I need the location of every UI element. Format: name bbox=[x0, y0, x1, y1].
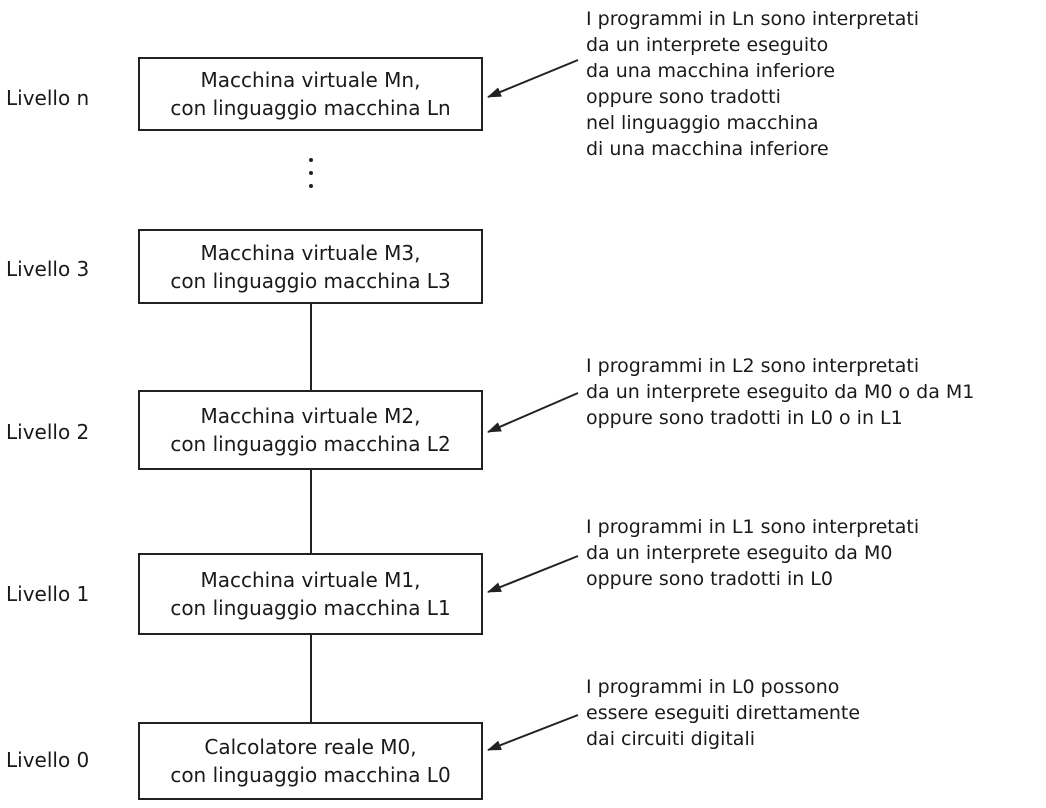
level-label-n: Livello n bbox=[6, 86, 90, 110]
machine-box-title: Macchina virtuale M2, bbox=[200, 404, 421, 428]
note-line: I programmi in L2 sono interpretati bbox=[586, 355, 920, 377]
machine-box-language: con linguaggio macchina L0 bbox=[170, 763, 451, 787]
note-line: di una macchina inferiore bbox=[586, 138, 829, 160]
level-label-3: Livello 3 bbox=[6, 257, 90, 281]
note-line: oppure sono tradotti in L0 bbox=[586, 568, 833, 590]
note-line: nel linguaggio macchina bbox=[586, 112, 819, 134]
note-line: da un interprete eseguito bbox=[586, 34, 829, 56]
note-level-2: I programmi in L2 sono interpretati da u… bbox=[586, 353, 974, 431]
machine-box-language: con linguaggio macchina Ln bbox=[170, 96, 451, 120]
machine-box-title: Macchina virtuale M3, bbox=[200, 240, 421, 265]
note-line: I programmi in L0 possono bbox=[586, 676, 840, 698]
machine-box-language: con linguaggio macchina L1 bbox=[170, 596, 451, 620]
level-label-2: Livello 2 bbox=[6, 420, 90, 444]
note-level-1: I programmi in L1 sono interpretati da u… bbox=[586, 514, 919, 592]
machine-box-level-3: Macchina virtuale M3, con linguaggio mac… bbox=[138, 229, 483, 304]
machine-box-language: con linguaggio macchina L3 bbox=[170, 268, 451, 293]
note-line: da una macchina inferiore bbox=[586, 60, 836, 82]
machine-box-level-1: Macchina virtuale M1, con linguaggio mac… bbox=[138, 553, 483, 635]
machine-box-title: Macchina virtuale Mn, bbox=[200, 68, 421, 92]
machine-box-language: con linguaggio macchina L2 bbox=[170, 432, 451, 456]
note-line: I programmi in L1 sono interpretati bbox=[586, 516, 920, 538]
note-line: da un interprete eseguito da M0 o da M1 bbox=[586, 381, 975, 403]
arrow-level-n bbox=[487, 59, 579, 98]
note-line: oppure sono tradotti in L0 o in L1 bbox=[586, 407, 903, 429]
ellipsis-dot bbox=[309, 171, 313, 175]
level-label-0: Livello 0 bbox=[6, 748, 90, 772]
arrow-level-2 bbox=[487, 392, 579, 433]
machine-box-title: Calcolatore reale M0, bbox=[204, 735, 417, 759]
machine-box-level-n: Macchina virtuale Mn, con linguaggio mac… bbox=[138, 57, 483, 131]
level-label-1: Livello 1 bbox=[6, 582, 90, 606]
arrow-level-0 bbox=[487, 714, 579, 751]
machine-box-level-0: Calcolatore reale M0, con linguaggio mac… bbox=[138, 722, 483, 800]
note-level-n: I programmi in Ln sono interpretati da u… bbox=[586, 6, 919, 162]
machine-box-level-2: Macchina virtuale M2, con linguaggio mac… bbox=[138, 390, 483, 470]
ellipsis-dot bbox=[309, 158, 313, 162]
note-line: oppure sono tradotti bbox=[586, 86, 781, 108]
ellipsis-dot bbox=[309, 184, 313, 188]
note-line: I programmi in Ln sono interpretati bbox=[586, 8, 920, 30]
note-line: da un interprete eseguito da M0 bbox=[586, 542, 893, 564]
note-line: essere eseguiti direttamente bbox=[586, 702, 861, 724]
machine-box-title: Macchina virtuale M1, bbox=[200, 568, 421, 592]
note-level-0: I programmi in L0 possono essere eseguit… bbox=[586, 674, 860, 752]
note-line: dai circuiti digitali bbox=[586, 728, 756, 750]
arrow-level-1 bbox=[487, 555, 579, 593]
ellipsis-dots bbox=[303, 158, 319, 188]
